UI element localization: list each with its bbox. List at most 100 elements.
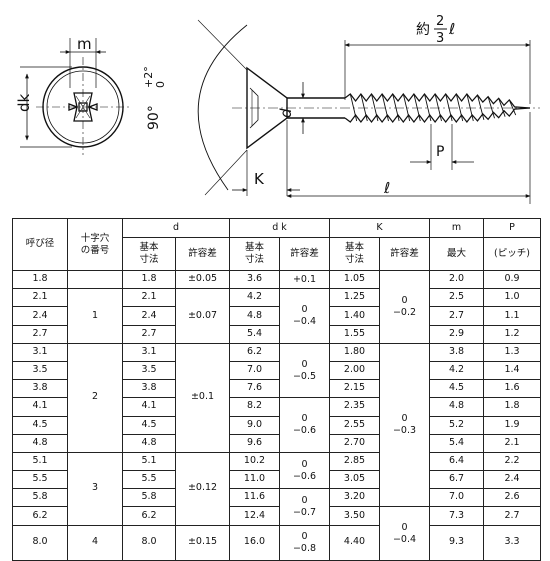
cell-dk-basic: 16.0 xyxy=(229,524,280,561)
cell-d-basic: 8.0 xyxy=(122,524,176,561)
cell-size: 6.2 xyxy=(12,506,68,526)
cell-dk-basic: 8.2 xyxy=(229,397,280,417)
thread-length-prefix: 約 xyxy=(416,22,430,38)
cell-cross-no: 1 xyxy=(67,288,123,344)
cell-d-basic: 4.1 xyxy=(122,397,176,417)
header-dk: d k xyxy=(229,218,330,238)
cell-dk-tolerance: 0−0.6 xyxy=(279,451,330,490)
header-dk-basic: 基本寸法 xyxy=(229,237,280,271)
cell-d-basic: 2.7 xyxy=(122,324,176,344)
thread xyxy=(344,93,531,123)
cell-m-max: 7.0 xyxy=(429,488,485,508)
cell-m-max: 3.8 xyxy=(429,342,485,362)
cell-d-tolerance: ±0.15 xyxy=(175,524,230,561)
cell-m-max: 2.7 xyxy=(429,306,485,326)
header-p-pitch: (ピッチ) xyxy=(483,237,542,271)
cell-k-basic: 1.40 xyxy=(329,306,380,326)
cell-m-max: 5.4 xyxy=(429,433,485,453)
pitch-label: P xyxy=(436,144,444,160)
cell-d-basic: 2.4 xyxy=(122,306,176,326)
cell-dk-basic: 9.0 xyxy=(229,415,280,435)
cell-k-basic: 2.15 xyxy=(329,379,380,399)
cell-size: 8.0 xyxy=(12,524,68,561)
cell-m-max: 7.3 xyxy=(429,506,485,526)
cell-d-basic: 3.8 xyxy=(122,379,176,399)
cell-k-basic: 1.55 xyxy=(329,324,380,344)
cell-dk-basic: 12.4 xyxy=(229,506,280,526)
head-top-view: m dk xyxy=(15,35,130,155)
header-k-basic: 基本寸法 xyxy=(329,237,380,271)
cell-size: 4.5 xyxy=(12,415,68,435)
thread-length-suffix: ℓ xyxy=(448,20,455,38)
cell-size: 3.1 xyxy=(12,342,68,362)
cell-dk-basic: 11.0 xyxy=(229,470,280,490)
cell-k-basic: 4.40 xyxy=(329,524,380,561)
cell-size: 4.1 xyxy=(12,397,68,417)
cell-size: 2.1 xyxy=(12,288,68,308)
cell-m-max: 6.7 xyxy=(429,470,485,490)
header-dk-tolerance: 許容差 xyxy=(279,237,330,271)
cell-pitch: 1.0 xyxy=(483,288,542,308)
d-label: d xyxy=(277,108,295,118)
screw-drawing: m dk 90° +2° 0 d K xyxy=(15,14,540,204)
cell-cross-no: 2 xyxy=(67,342,123,453)
cell-dk-basic: 11.6 xyxy=(229,488,280,508)
cell-d-basic: 4.5 xyxy=(122,415,176,435)
m-label: m xyxy=(77,35,92,53)
cell-dk-basic: 6.2 xyxy=(229,342,280,362)
cell-d-basic: 6.2 xyxy=(122,506,176,526)
cell-dk-basic: 9.6 xyxy=(229,433,280,453)
cell-d-basic: 5.1 xyxy=(122,451,176,472)
cell-dk-basic: 7.6 xyxy=(229,379,280,399)
screw-side-view: 90° +2° 0 d K ℓ 約 2 3 ℓ xyxy=(142,14,540,204)
cell-size: 3.8 xyxy=(12,379,68,399)
cell-pitch: 1.8 xyxy=(483,397,542,417)
cell-m-max: 4.8 xyxy=(429,397,485,417)
cell-size: 4.8 xyxy=(12,433,68,453)
cell-d-basic: 5.8 xyxy=(122,488,176,508)
cell-pitch: 1.2 xyxy=(483,324,542,344)
cell-d-basic: 5.5 xyxy=(122,470,176,490)
cell-size: 5.5 xyxy=(12,470,68,490)
cell-pitch: 2.6 xyxy=(483,488,542,508)
cell-d-tolerance: ±0.1 xyxy=(175,342,230,453)
cell-d-basic: 3.5 xyxy=(122,360,176,381)
cell-pitch: 1.6 xyxy=(483,379,542,399)
header-d-basic: 基本寸法 xyxy=(122,237,176,271)
cell-k-basic: 2.55 xyxy=(329,415,380,435)
cell-dk-basic: 5.4 xyxy=(229,324,280,344)
thread-length-numerator: 2 xyxy=(436,14,444,29)
cell-pitch: 2.4 xyxy=(483,470,542,490)
cell-d-basic: 1.8 xyxy=(122,269,176,290)
cell-pitch: 1.1 xyxy=(483,306,542,326)
cell-cross-no: 4 xyxy=(67,524,123,561)
cell-dk-basic: 4.2 xyxy=(229,288,280,308)
header-d-tolerance: 許容差 xyxy=(175,237,230,271)
cell-dk-basic: 4.8 xyxy=(229,306,280,326)
cell-m-max: 2.9 xyxy=(429,324,485,344)
cell-dk-tolerance: 0−0.6 xyxy=(279,397,330,453)
header-k-tolerance: 許容差 xyxy=(378,237,431,271)
header-p: P xyxy=(483,218,542,238)
cell-size: 5.1 xyxy=(12,451,68,472)
cell-pitch: 2.2 xyxy=(483,451,542,472)
cell-dk-tolerance: 0−0.7 xyxy=(279,488,330,526)
cell-dk-basic: 7.0 xyxy=(229,360,280,381)
angle-tolerance-lower: 0 xyxy=(154,81,167,88)
header-k: K xyxy=(328,218,431,238)
cell-k-basic: 3.20 xyxy=(329,488,380,508)
cell-d-basic: 2.1 xyxy=(122,288,176,308)
cell-pitch: 3.3 xyxy=(483,524,542,561)
cell-k-basic: 2.00 xyxy=(329,360,380,381)
header-m-max: 最大 xyxy=(429,237,485,271)
